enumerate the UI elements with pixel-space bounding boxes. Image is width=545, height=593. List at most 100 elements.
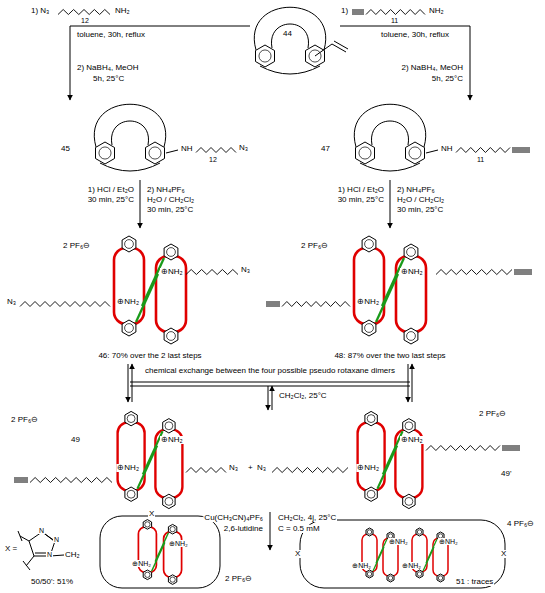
aromatic-circle <box>367 490 375 498</box>
scheme-label: X <box>294 550 301 558</box>
scheme-label: X = <box>4 545 18 553</box>
compound-number: 44 <box>282 30 293 38</box>
aromatic-circle <box>367 415 375 423</box>
reaction-arrow <box>412 364 413 402</box>
aromatic-circle <box>438 576 442 580</box>
aromatic-circle <box>167 248 176 257</box>
benzene-ring <box>416 528 423 536</box>
scheme-label: 11 <box>476 156 485 163</box>
scheme-label: NH₂ <box>428 7 445 15</box>
alkyl-chain <box>272 468 348 473</box>
crown-ether <box>260 66 320 74</box>
condition-text: 2) NaBH₄, MeOH <box>76 64 140 72</box>
scheme-label: ⊕NH₂ <box>438 538 459 545</box>
benzene-ring <box>163 419 175 433</box>
aromatic-circle <box>407 332 416 341</box>
scheme-label: CH₂Cl₂, 25°C <box>278 392 328 400</box>
scheme-label: NH <box>180 145 194 153</box>
crown-ether <box>94 104 165 147</box>
benzene-ring <box>416 570 423 578</box>
scheme-label: N₃ <box>256 464 267 472</box>
aromatic-circle <box>165 422 173 430</box>
benzene-ring <box>96 142 115 164</box>
scheme-label: ⊕NH₂ <box>351 562 372 569</box>
scheme-label: 45 <box>60 145 71 153</box>
scheme-label: toluene, 30h, reflux <box>380 31 450 39</box>
crown-ether <box>360 163 420 171</box>
scheme-label: H₂O / CH₂Cl₂ <box>146 196 195 204</box>
reaction-arrow <box>272 386 273 410</box>
bond-line <box>376 539 387 563</box>
condition-text: 5h, 25°C <box>92 75 125 83</box>
bond-line <box>512 150 530 151</box>
bond-line <box>382 258 404 306</box>
scheme-label: N₃ <box>6 298 17 306</box>
scheme-label: N₃ <box>228 464 239 472</box>
condition-text: toluene, 30h, reflux <box>76 31 146 39</box>
aromatic-circle <box>127 490 135 498</box>
scheme-label: 30 min, 25°C <box>337 196 385 204</box>
alkyl-chain <box>186 468 226 473</box>
scheme-label: 30 min, 25°C <box>396 206 444 214</box>
scheme-label: 49' <box>500 470 512 478</box>
scheme-label: X <box>500 550 507 558</box>
aromatic-circle <box>407 248 416 257</box>
benzene-ring <box>168 524 176 534</box>
bond-line <box>18 531 22 541</box>
crown-ether <box>271 24 308 48</box>
scheme-label: ⊕NH₂ <box>131 560 152 567</box>
aromatic-circle <box>405 497 413 505</box>
bond-line <box>512 148 530 149</box>
bond-line <box>514 272 532 273</box>
scheme-label: 30 min, 25°C <box>87 196 135 204</box>
aromatic-circle <box>417 572 421 576</box>
bond-line <box>266 302 280 303</box>
scheme-label: NH <box>440 145 454 153</box>
aromatic-circle <box>99 147 111 159</box>
scheme-label: 49 <box>70 436 81 444</box>
scheme-label: ⊕NH₂ <box>356 464 380 472</box>
scheme-label: ⊕NH₂ <box>401 562 422 569</box>
aromatic-circle <box>167 332 176 341</box>
benzene-ring <box>122 236 136 252</box>
aromatic-circle <box>145 572 150 577</box>
bond-line <box>14 482 28 483</box>
alkyl-chain <box>456 148 510 153</box>
benzene-ring <box>164 244 178 260</box>
benzene-ring <box>387 574 394 582</box>
scheme-label: 5h, 25°C <box>431 75 464 83</box>
benzene-ring <box>122 320 136 336</box>
benzene-ring <box>365 487 377 501</box>
scheme-label: 2 PF₆⊖ <box>224 575 253 583</box>
aromatic-circle <box>365 324 374 333</box>
benzene-ring <box>125 411 137 425</box>
scheme-label: ⊕NH₂ <box>388 538 409 545</box>
scheme-label: 1) <box>340 7 349 15</box>
reagent-label: 1) N₃ <box>30 7 50 15</box>
bond-line <box>502 450 520 451</box>
benzene-ring <box>366 570 373 578</box>
bond-line <box>502 446 520 447</box>
reaction-arrow <box>140 180 141 228</box>
benzene-ring <box>143 520 151 530</box>
scheme-label: ⊕NH₂ <box>356 298 380 306</box>
aromatic-circle <box>127 415 135 423</box>
scheme-label: 2 PF₆⊖ <box>478 410 507 418</box>
reaction-arrow <box>128 364 129 402</box>
alkyl-chain <box>20 302 110 307</box>
alkyl-chain <box>58 10 110 15</box>
bond-line <box>266 306 280 307</box>
scheme-label: 1) HCl / Et₂O <box>337 186 385 194</box>
benzene-ring <box>356 142 375 164</box>
scheme-label: 2,6-lutidine <box>223 525 264 533</box>
reaction-arrow <box>408 364 409 402</box>
scheme-label: ⊕NH₂ <box>400 436 424 444</box>
aromatic-circle <box>359 147 371 159</box>
scheme-label: ⊕NH₂ <box>160 268 184 276</box>
reaction-arrow <box>390 180 391 228</box>
scheme-label: ⊕NH₂ <box>160 436 184 444</box>
aromatic-circle <box>365 240 374 249</box>
bond-line <box>137 446 157 489</box>
bond-line <box>514 274 532 275</box>
